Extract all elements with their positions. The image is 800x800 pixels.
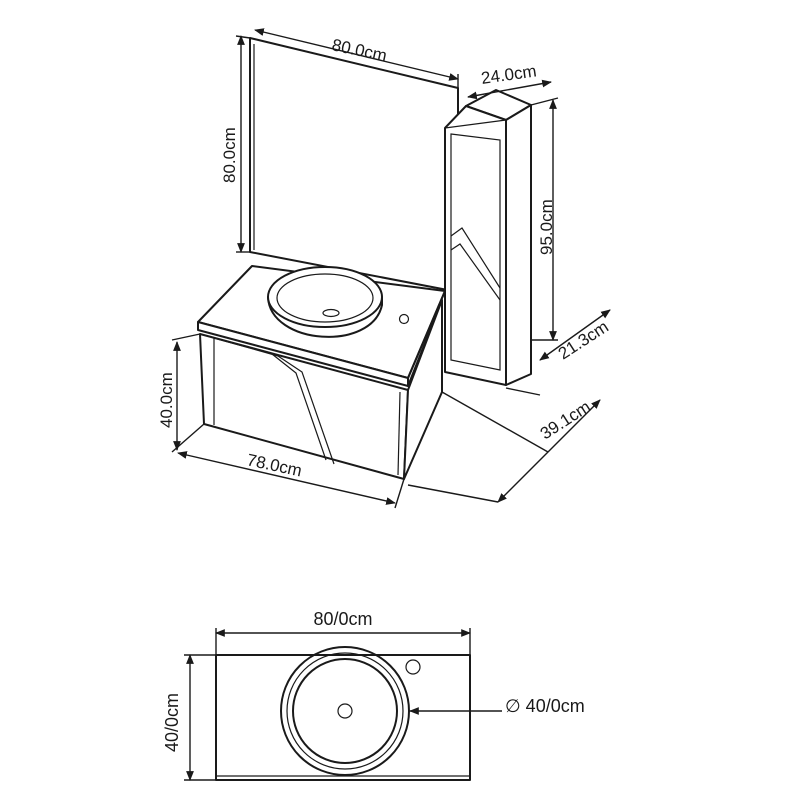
column-width-dimension [467, 79, 552, 100]
cabinet-depth-dimension [407, 391, 601, 503]
cabinet-width-label: 78.0cm [245, 450, 303, 480]
mirror-height-dimension [235, 35, 251, 253]
column-width-label: 24.0cm [480, 61, 538, 88]
top-depth-dimension [184, 654, 216, 781]
perspective-view: 80.0cm 80.0cm 24.0cm 95.0cm 21.3cm 39.1c… [157, 28, 612, 509]
top-width-label: 80/0cm [313, 609, 372, 629]
top-basin [280, 646, 410, 776]
column-height-label: 95.0cm [537, 199, 556, 255]
vessel-basin [267, 266, 383, 338]
basin-diameter-label: ∅ 40/0cm [505, 696, 585, 716]
cabinet-height-label: 40.0cm [157, 372, 176, 428]
column-depth-label: 21.3cm [555, 317, 612, 363]
top-width-dimension [215, 628, 471, 655]
mirror-width-dimension [254, 28, 459, 88]
cabinet-depth-label: 39.1cm [537, 397, 594, 443]
cabinet-height-dimension [171, 333, 205, 453]
cabinet-width-dimension [177, 451, 405, 509]
tap-hole [405, 659, 421, 675]
mirror-height-label: 80.0cm [220, 127, 239, 183]
top-depth-label: 40/0cm [162, 693, 182, 752]
column-depth-dimension [505, 309, 611, 396]
vanity-cabinet [199, 299, 443, 480]
top-view: 80/0cm 40/0cm ∅ 40/0cm [162, 609, 585, 781]
mirror [249, 37, 459, 293]
tall-column-cabinet [444, 89, 532, 386]
